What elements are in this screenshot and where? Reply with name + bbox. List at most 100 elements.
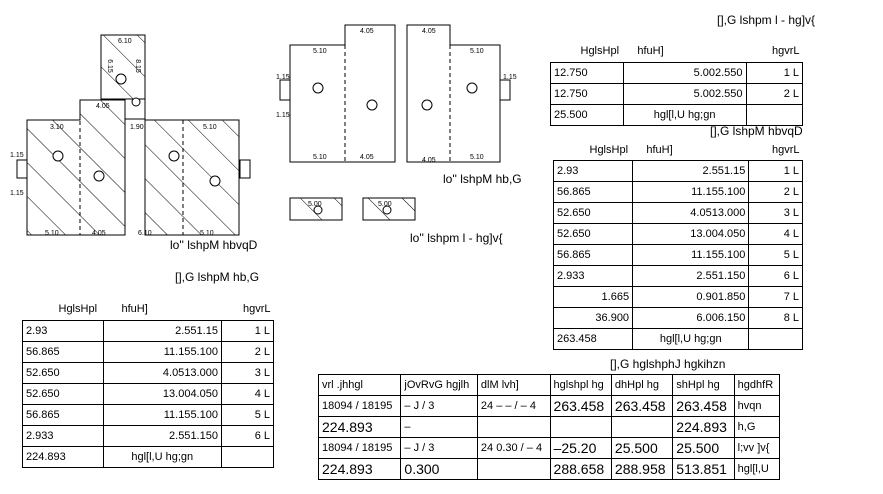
dim-label: 4.05 <box>92 230 106 237</box>
left-plan <box>16 34 251 236</box>
cell: 2.55 <box>169 430 191 442</box>
col-header: shHpl hg <box>672 374 735 396</box>
cell: hgl[l,U hg;gn <box>102 446 222 468</box>
cell: 7 L <box>748 286 803 308</box>
cell: 1 L <box>220 320 275 342</box>
cell: hgl[l,U <box>733 458 781 480</box>
cell: 0.90 <box>696 291 718 303</box>
cell: 56.865 <box>22 341 104 363</box>
dim-label: 5.10 <box>313 48 327 55</box>
cell: 13.000 <box>711 207 746 219</box>
cell: 1 L <box>745 62 804 84</box>
cell: 13.000 <box>184 367 218 379</box>
cell: 4.050 <box>190 388 218 400</box>
cell: 11.15 <box>691 249 718 261</box>
small-plots <box>289 197 416 221</box>
dim-label: 4.05 <box>422 28 436 35</box>
cell: 25.500 <box>610 437 674 459</box>
dim-label: 1.15 <box>276 74 290 81</box>
cell: 4.050 <box>717 228 746 240</box>
col-header: hglshpl hg <box>549 374 612 396</box>
cell: 56.865 <box>552 181 634 203</box>
cell: 6.150 <box>717 312 746 324</box>
cell: 2.93 <box>22 320 104 342</box>
cell: 2 L <box>220 341 275 363</box>
cell: 12.750 <box>550 83 624 105</box>
cell: 5.100 <box>190 346 218 358</box>
cell: 2.55 <box>696 270 718 282</box>
cell: 5 L <box>748 244 803 266</box>
cell: 36.900 <box>552 307 634 329</box>
plot-right <box>144 100 240 236</box>
cell: 1.15 <box>723 165 746 177</box>
cell: 2.933 <box>22 425 104 447</box>
cell: 263.458 <box>552 328 634 350</box>
dim-label: 5.00 <box>308 201 322 208</box>
plot-top <box>100 34 146 100</box>
cell: 1 L <box>748 160 803 182</box>
col-header: dhHpl hg <box>610 374 674 396</box>
cell: 4.05 <box>690 207 712 219</box>
cell: 6.00 <box>696 312 718 324</box>
cell: 12.750 <box>550 62 624 84</box>
cell: 6 L <box>220 425 275 447</box>
cell: – <box>400 416 478 438</box>
col-header: hgvrL <box>242 303 271 315</box>
cell: 513.851 <box>672 458 735 480</box>
cell: 11.15 <box>691 186 718 198</box>
cell: 224.893 <box>317 458 402 480</box>
table-c-title: [],G lshpM hb,G <box>175 270 260 284</box>
col-header: hgdhfR <box>733 374 781 396</box>
cell: – J / 3 <box>400 395 478 417</box>
cell: 8 L <box>748 307 803 329</box>
col-header: HglsHpl <box>580 45 620 57</box>
cell: 4 L <box>748 223 803 245</box>
cell: 11.15 <box>163 346 191 358</box>
cell: 18094 / 18195 <box>317 437 402 459</box>
dim-label: 5.10 <box>45 230 59 237</box>
cell: hvqn <box>733 395 781 417</box>
cell: 224.893 <box>317 416 402 438</box>
col-header: vrl .jhhgl <box>317 374 402 396</box>
dim-label: 5.10 <box>200 230 214 237</box>
table-row: 224.893 – 224.893 h,G <box>317 416 781 438</box>
cell: 2.55 <box>702 165 724 177</box>
dim-label: 6.10 <box>118 38 132 45</box>
dim-label: 5.10 <box>470 48 484 55</box>
cell: 1.150 <box>190 430 218 442</box>
mid-top-plan <box>279 24 396 163</box>
mid-right-plan <box>406 24 511 163</box>
cell: 5.100 <box>717 186 746 198</box>
dim-label: 1.15 <box>10 152 24 159</box>
table-d: vrl .jhhgl jOvRvG hgjlh dlM lvh] hglshpl… <box>317 374 781 480</box>
col-header: hfuH] <box>637 45 664 57</box>
cell: 1.150 <box>717 270 746 282</box>
cell: –25.20 <box>549 437 612 459</box>
col-header: HglsHpl <box>58 303 98 315</box>
dim-label: 5.00 <box>378 201 392 208</box>
cell: 6 L <box>748 265 803 287</box>
cell: 2.933 <box>552 265 634 287</box>
cell: 5.100 <box>717 249 746 261</box>
cell: 2.55 <box>175 325 197 337</box>
cell: 4 L <box>220 383 275 405</box>
cell: 2.550 <box>715 67 743 79</box>
cell: 2 L <box>745 83 804 105</box>
plot-left <box>26 99 126 236</box>
cell: 3 L <box>220 362 275 384</box>
col-header: dlM lvh] <box>476 374 551 396</box>
cell: 25.500 <box>672 437 735 459</box>
col-header: hgvrL <box>771 144 800 156</box>
